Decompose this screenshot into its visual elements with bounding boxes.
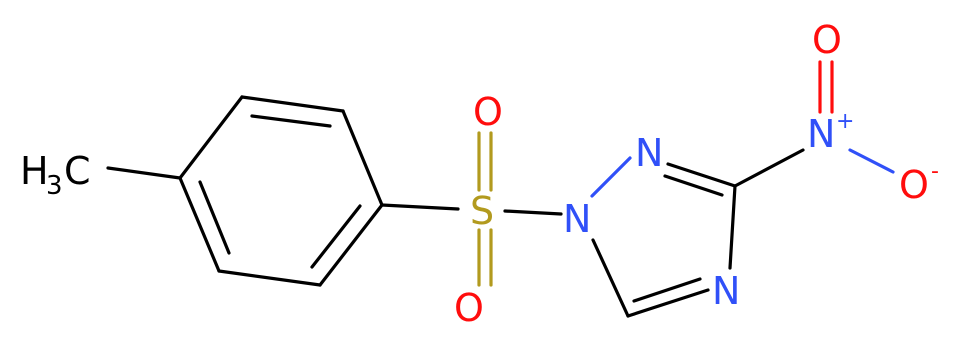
nitro-bonds [733,60,895,188]
sulfur-label: S [470,189,494,233]
bond-s-n1 [503,209,563,216]
bond-n4-c5 [626,288,710,318]
bond-c3-c4 [341,109,384,207]
atom-labels: H 3 C S O O N N N N + O O - [20,18,939,330]
nitro-nitrogen-label: N [807,112,835,156]
sulfonyl-bonds [477,131,563,287]
oxygen-bottom-label: O [454,286,484,330]
bond-c1-c2 [178,95,244,180]
inner-double-bond-left [198,180,231,255]
inner-double-bond-top [250,114,332,128]
methyl-c-label: C [64,149,91,193]
bond-c6-c1 [178,176,221,273]
nitrogen-2-label: N [635,131,663,175]
inner-double-bond-right [310,204,362,269]
methyl-h-label: H [20,149,49,193]
bond-n2-c3-double [663,174,724,197]
bond-c3-n4 [728,184,737,270]
bond-n-o-right [848,148,895,174]
nitrogen-1-label: N [563,197,591,241]
nitro-oxygen-top-label: O [812,18,842,62]
nitro-oxygen-charge: - [931,159,939,184]
bond-methyl [106,166,182,180]
bond-n1-n2 [590,156,632,198]
nitro-oxygen-right-label: O [899,163,929,207]
bond-c4-c5 [318,203,384,287]
bond-c2-c3 [240,95,345,113]
nitrogen-4-label: N [712,269,740,313]
bond-n4-c5-double [632,277,702,303]
methyl-subscript: 3 [46,171,63,201]
oxygen-top-label: O [473,90,503,134]
nitro-nitrogen-charge: + [836,109,854,134]
bond-c5-n1 [591,238,630,318]
bond-c3-nitro [733,148,805,188]
triazole-ring [590,156,737,318]
benzene-ring [178,95,384,287]
bond-c5-c6 [217,269,322,287]
bond-ring-sulfur [380,203,460,211]
bond-n2-c3 [666,162,737,188]
